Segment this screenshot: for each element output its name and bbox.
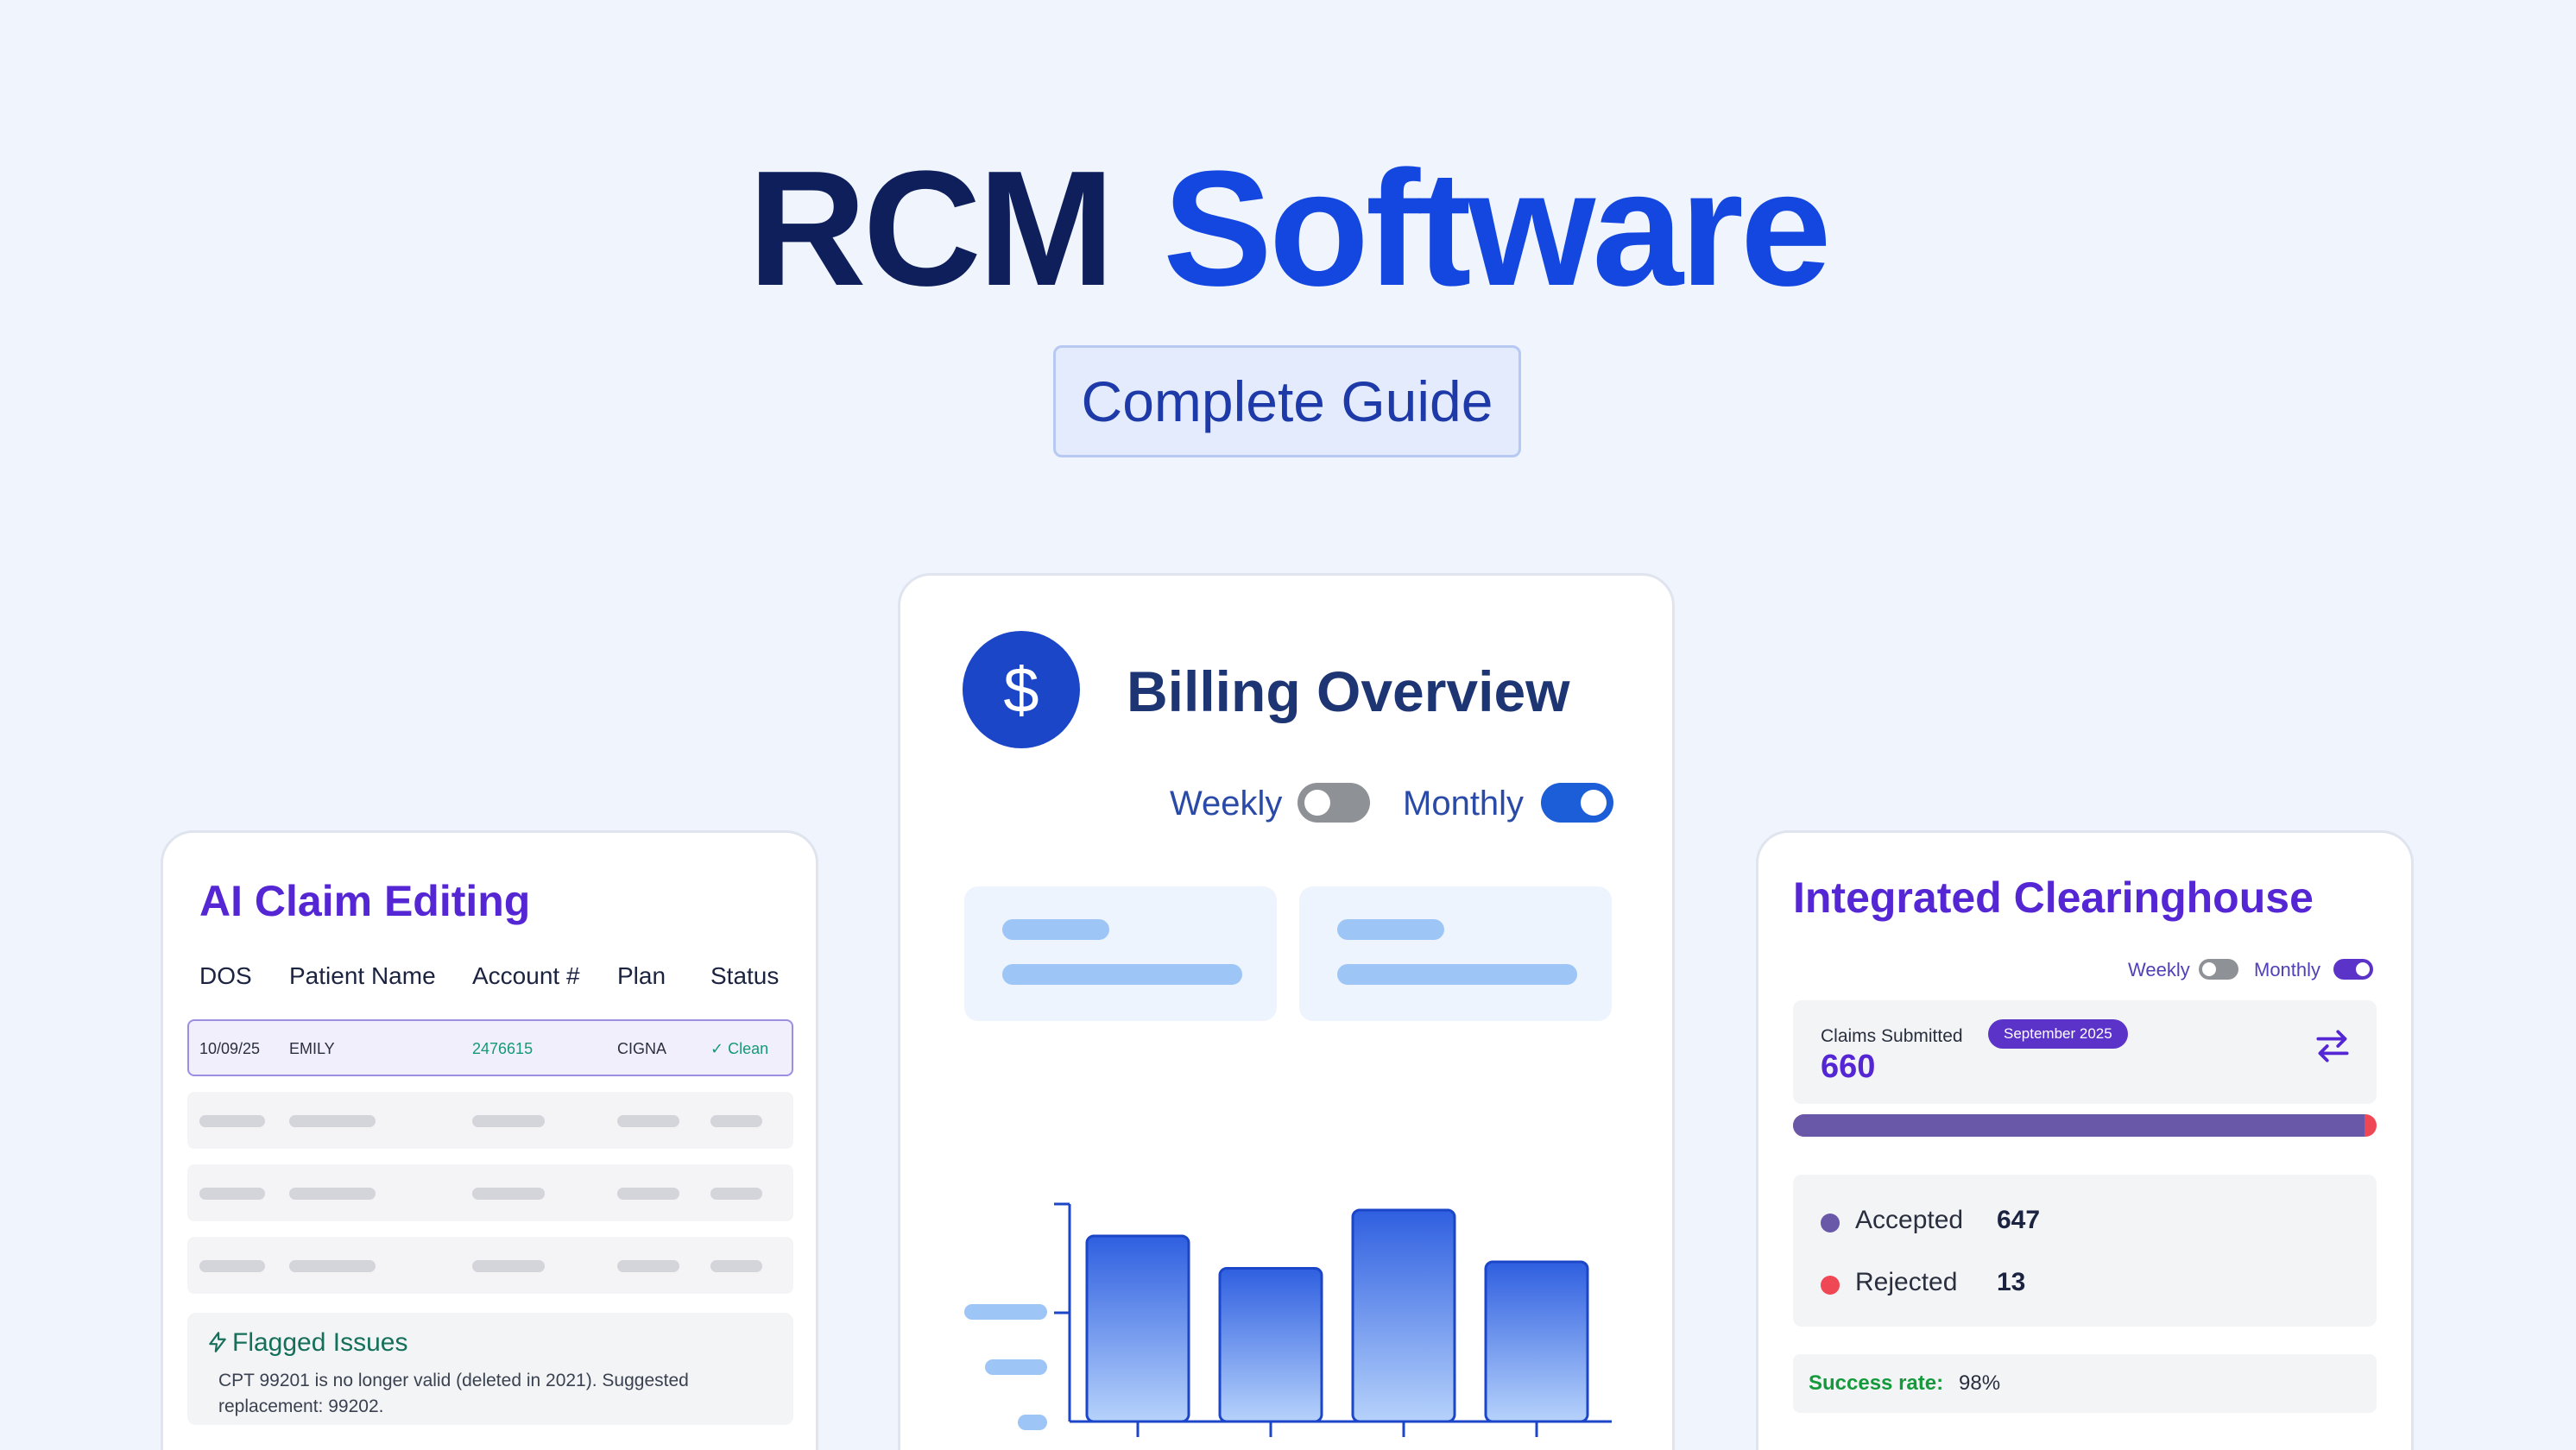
billing-overview-card: $ Billing Overview Weekly Monthly	[898, 573, 1675, 1450]
success-rate-panel: Success rate: 98%	[1793, 1354, 2377, 1413]
y-tick-label-placeholder	[964, 1304, 1047, 1320]
acceptance-progress-bar	[1793, 1114, 2377, 1137]
stat-placeholder	[964, 886, 1277, 1021]
claims-submitted-label: Claims Submitted	[1821, 1026, 1963, 1046]
claims-submitted-value: 660	[1821, 1049, 1876, 1085]
claims-submitted-panel: Claims Submitted September 2025 660	[1793, 1000, 2377, 1104]
accepted-fill	[1793, 1114, 2365, 1137]
bar	[1484, 1260, 1589, 1423]
hero-title-software: Software	[1163, 137, 1831, 320]
weekly-toggle-label: Weekly	[2128, 959, 2190, 980]
placeholder-row	[187, 1164, 793, 1221]
monthly-toggle[interactable]	[2333, 959, 2373, 980]
accepted-value: 647	[1997, 1206, 2041, 1234]
cell-status: ✓ Clean	[710, 1040, 769, 1057]
flagged-issues-description: CPT 99201 is no longer valid (deleted in…	[218, 1371, 689, 1416]
column-header-dos: DOS	[199, 962, 252, 989]
monthly-toggle[interactable]	[1541, 783, 1613, 823]
success-rate-value: 98%	[1959, 1371, 2001, 1395]
flagged-issues-panel: Flagged Issues CPT 99201 is no longer va…	[187, 1313, 793, 1425]
integrated-clearinghouse-card: Integrated Clearinghouse Weekly Monthly …	[1756, 830, 2414, 1450]
cell-patient: EMILY	[289, 1040, 335, 1057]
card-title: Billing Overview	[1127, 659, 1570, 723]
table-row[interactable]: 10/09/25 EMILY 2476615 CIGNA ✓ Clean	[187, 1019, 793, 1076]
stat-placeholder	[1299, 886, 1612, 1021]
hero-title-rcm: RCM	[748, 137, 1114, 320]
lightning-icon	[209, 1332, 226, 1352]
rejected-value: 13	[1997, 1268, 2026, 1296]
bar	[1085, 1234, 1190, 1423]
success-rate-label: Success rate:	[1809, 1371, 1944, 1395]
accepted-label: Accepted	[1855, 1206, 1964, 1234]
y-tick-label-placeholder	[985, 1359, 1047, 1375]
accepted-dot	[1821, 1214, 1840, 1232]
y-tick-label-placeholder	[1018, 1415, 1047, 1430]
flagged-issues-title: Flagged Issues	[206, 1328, 407, 1358]
card-title: Integrated Clearinghouse	[1793, 873, 2314, 922]
weekly-toggle[interactable]	[2199, 959, 2238, 980]
column-header-account: Account #	[472, 962, 580, 989]
claims-breakdown: Accepted 647 Rejected 13	[1793, 1175, 2377, 1327]
placeholder-row	[187, 1237, 793, 1294]
dollar-icon: $	[963, 631, 1080, 748]
ai-claim-editing-card: AI Claim Editing DOS Patient Name Accoun…	[161, 830, 818, 1450]
cell-plan: CIGNA	[617, 1040, 667, 1057]
monthly-toggle-label: Monthly	[2254, 959, 2321, 980]
weekly-toggle[interactable]	[1297, 783, 1370, 823]
bar	[1351, 1208, 1456, 1423]
bar	[1218, 1267, 1323, 1423]
column-header-patient-name: Patient Name	[289, 962, 436, 989]
placeholder-row	[187, 1092, 793, 1149]
rejected-dot	[1821, 1276, 1840, 1295]
column-header-status: Status	[710, 962, 780, 989]
monthly-toggle-label: Monthly	[1403, 785, 1525, 823]
cell-dos: 10/09/25	[199, 1040, 261, 1057]
card-title: AI Claim Editing	[199, 877, 531, 925]
flagged-issues-label: Flagged Issues	[232, 1328, 408, 1357]
column-header-plan: Plan	[617, 962, 666, 989]
rejected-label: Rejected	[1855, 1268, 1958, 1296]
billing-bar-chart	[964, 1202, 1612, 1437]
subtitle-badge: Complete Guide	[1053, 345, 1521, 457]
cell-account: 2476615	[472, 1040, 534, 1057]
weekly-toggle-label: Weekly	[1170, 785, 1283, 823]
month-badge: September 2025	[1988, 1019, 2128, 1049]
swap-arrows-icon[interactable]	[2311, 1024, 2354, 1068]
